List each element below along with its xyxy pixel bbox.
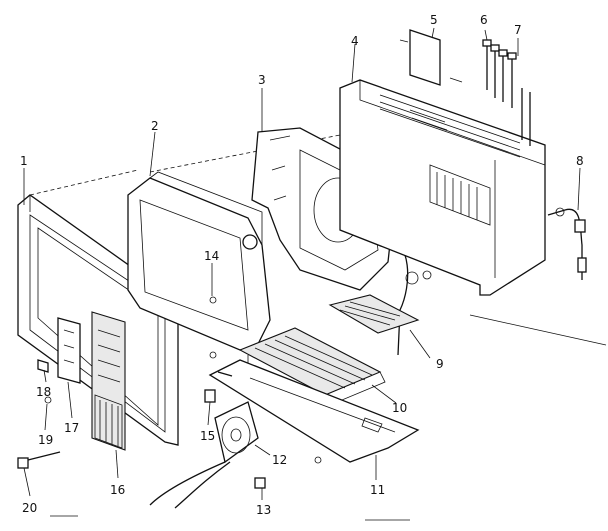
part-misc bbox=[17, 359, 61, 469]
callout-18: 18 bbox=[36, 385, 51, 399]
callout-4: 4 bbox=[351, 34, 359, 48]
callout-7: 7 bbox=[514, 23, 522, 37]
callout-16: 16 bbox=[110, 483, 125, 497]
callout-15: 15 bbox=[200, 429, 215, 443]
callout-14: 14 bbox=[204, 249, 219, 263]
callout-6: 6 bbox=[480, 13, 488, 27]
part-speaker bbox=[149, 401, 266, 509]
callout-10: 10 bbox=[392, 401, 407, 415]
callout-19: 19 bbox=[38, 433, 53, 447]
callout-12: 12 bbox=[272, 453, 287, 467]
part-power-cord bbox=[547, 207, 587, 280]
callout-20: 20 bbox=[22, 501, 37, 515]
part-pcb bbox=[328, 294, 420, 334]
part-front-bezel bbox=[17, 169, 251, 451]
part-bottom-plate bbox=[208, 359, 420, 464]
callout-2: 2 bbox=[151, 119, 159, 133]
callout-13: 13 bbox=[256, 503, 271, 517]
callout-8: 8 bbox=[576, 154, 584, 168]
callout-labels: 1 2 3 4 5 6 7 8 9 10 11 12 13 14 15 16 1… bbox=[20, 13, 584, 517]
callout-11: 11 bbox=[370, 483, 385, 497]
part-handle-plate bbox=[399, 29, 463, 86]
part-rear-cover bbox=[339, 79, 546, 296]
callout-17: 17 bbox=[64, 421, 79, 435]
callout-3: 3 bbox=[258, 73, 266, 87]
leader-lines bbox=[23, 27, 607, 521]
callout-9: 9 bbox=[436, 357, 444, 371]
callout-1: 1 bbox=[20, 154, 28, 168]
part-screws bbox=[482, 39, 531, 146]
callout-5: 5 bbox=[430, 13, 438, 27]
